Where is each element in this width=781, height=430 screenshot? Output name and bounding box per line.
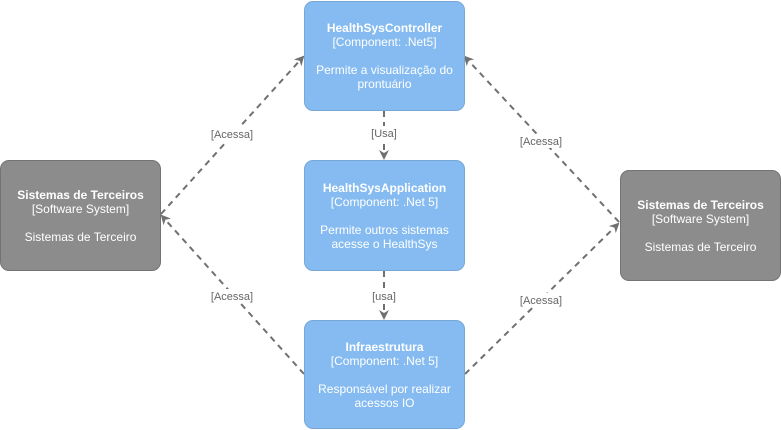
component-description: Responsável por realizar xyxy=(318,381,451,396)
component-type: [Component: .Net5] xyxy=(332,35,437,49)
edge-label-acessa-bottom-left: [Acessa] xyxy=(211,291,253,303)
edge-label-acessa-bottom-right: [Acessa] xyxy=(520,295,562,307)
system-title: Sistemas de Terceiros xyxy=(17,187,144,202)
edge-infra-to-right xyxy=(464,222,620,375)
component-title: HealthSysApplication xyxy=(322,180,447,195)
component-description: prontuário xyxy=(357,77,412,91)
system-description: Sistemas de Terceiro xyxy=(644,239,757,254)
component-type: [Component: .Net 5] xyxy=(330,194,439,209)
component-healthsys-application[interactable]: HealthSysApplication [Component: .Net 5]… xyxy=(304,160,465,271)
system-title: Sistemas de Terceiros xyxy=(637,197,764,212)
system-description: Sistemas de Terceiro xyxy=(24,229,137,244)
edge-left-to-controller xyxy=(160,55,305,215)
component-description: acessos IO xyxy=(354,395,415,410)
component-title: HealthSysController xyxy=(326,21,443,35)
system-type: [Software System] xyxy=(651,211,750,226)
software-system-left[interactable]: Sistemas de Terceiros [Software System] … xyxy=(0,160,161,271)
software-system-right[interactable]: Sistemas de Terceiros [Software System] … xyxy=(620,170,781,281)
edge-label-usa-lower: [usa] xyxy=(372,291,396,303)
component-description: Permite a visualização do xyxy=(316,63,453,77)
edge-label-acessa-top-left: [Acessa] xyxy=(211,129,253,141)
component-title: Infraestrutura xyxy=(345,339,424,354)
system-type: [Software System] xyxy=(31,201,130,216)
component-description: Permite outros sistemas xyxy=(320,222,449,237)
component-description: acesse o HealthSys xyxy=(331,236,438,251)
component-infraestrutura[interactable]: Infraestrutura [Component: .Net 5] Respo… xyxy=(304,320,465,429)
edge-label-usa-upper: [Usa] xyxy=(371,128,397,140)
component-type: [Component: .Net 5] xyxy=(330,353,439,368)
component-healthsys-controller[interactable]: HealthSysController [Component: .Net5] P… xyxy=(304,1,465,111)
edge-infra-to-left xyxy=(160,214,305,375)
edge-label-acessa-top-right: [Acessa] xyxy=(520,136,562,148)
